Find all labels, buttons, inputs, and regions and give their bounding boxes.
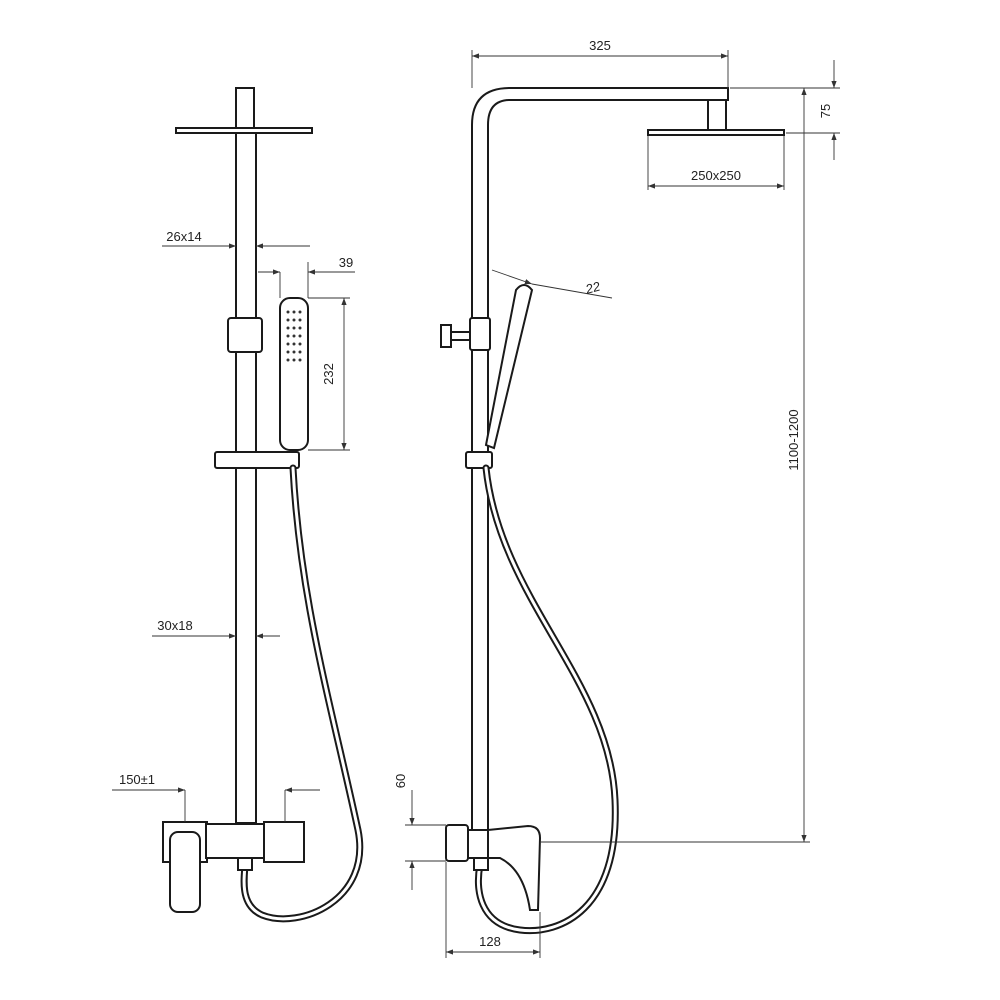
side-rain-shower-head <box>647 129 785 136</box>
mixer-wall-plate-right <box>263 821 305 863</box>
side-mixer-cover <box>445 824 469 862</box>
side-head-connector <box>707 99 727 131</box>
dim-upper-pipe: 26x14 <box>166 229 201 244</box>
clamp-knob <box>440 324 452 348</box>
dimension-lines <box>112 50 840 958</box>
hose-outlet <box>237 857 253 871</box>
dim-head-size: 250x250 <box>691 168 741 183</box>
dim-height-range: 1100-1200 <box>786 409 801 470</box>
front-view <box>162 87 364 923</box>
hand-shower-holder <box>214 451 300 469</box>
dim-inlet-spacing: 150±1 <box>119 772 155 787</box>
dim-mixer-height: 60 <box>393 774 408 788</box>
dimension-labels: 325 75 250x250 1100-1200 26x14 39 232 22… <box>119 38 833 949</box>
side-view <box>440 87 785 935</box>
dim-head-drop: 75 <box>818 104 833 118</box>
dim-lower-pipe: 30x18 <box>157 618 192 633</box>
head-connector <box>235 87 255 129</box>
side-hand-shower-holder <box>465 451 493 469</box>
dim-hand-shower-length: 232 <box>321 363 336 385</box>
side-mixer-body <box>467 829 489 859</box>
mixer-handle <box>169 831 201 913</box>
hand-shower-nozzles <box>286 310 302 362</box>
side-hand-shower <box>484 284 534 450</box>
dim-mixer-depth: 128 <box>479 934 501 949</box>
clamp-screw <box>450 331 473 341</box>
riser-pipe <box>235 132 257 824</box>
shower-arm-and-riser <box>471 87 729 830</box>
dim-hand-shower-width: 39 <box>339 255 353 270</box>
side-mixer-handle <box>487 824 542 911</box>
side-pipe-clamp <box>469 317 491 351</box>
dim-hand-shower-depth: 22 <box>583 278 603 297</box>
pipe-clamp <box>227 317 263 353</box>
side-hose-outlet <box>473 857 489 871</box>
side-shower-hose <box>474 464 619 935</box>
dim-arm-length: 325 <box>589 38 611 53</box>
